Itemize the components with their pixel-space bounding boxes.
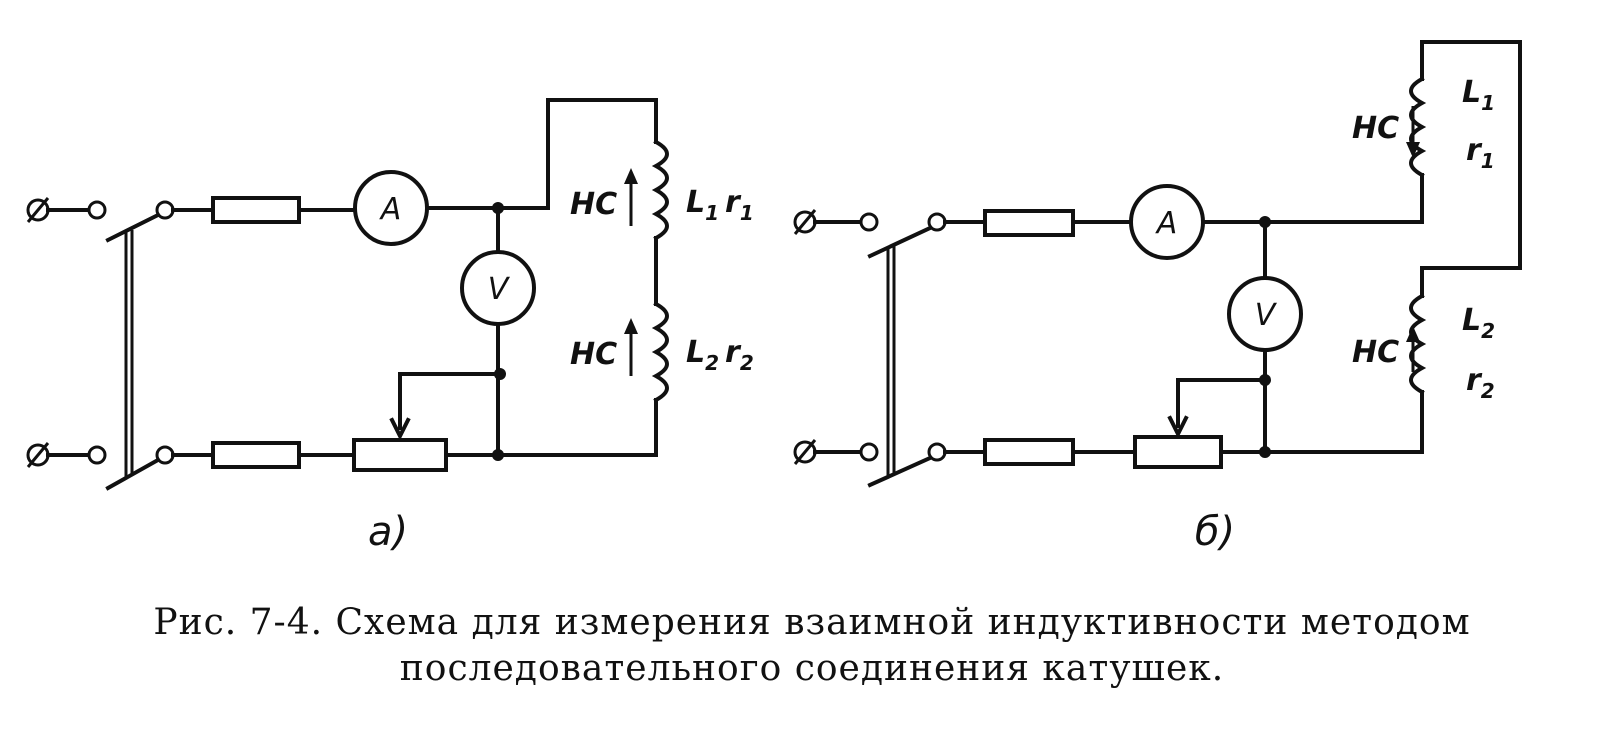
voltmeter: V: [460, 250, 536, 326]
ammeter: A: [1129, 184, 1205, 260]
fuse-bottom: [211, 441, 301, 469]
fuse-bottom: [983, 438, 1075, 466]
coil-1-direction-label: HC: [1352, 111, 1399, 146]
svg-text:A: A: [379, 192, 402, 227]
input-terminal-bottom: [793, 439, 879, 465]
voltmeter: V: [1227, 276, 1303, 352]
panel-label-b: б): [1195, 509, 1235, 555]
coil-1-L: L: [1462, 75, 1481, 110]
coil-2: [1409, 293, 1427, 395]
svg-text:V: V: [488, 272, 511, 307]
coil-2-direction-label: HC: [1352, 335, 1399, 370]
coil-2-r: r: [1466, 363, 1483, 398]
panel-label-a: а): [368, 509, 408, 555]
coil-1: [651, 139, 669, 306]
input-terminal-bottom: [26, 442, 107, 468]
coil-2: [651, 301, 669, 457]
ammeter: A: [353, 170, 429, 246]
coil-1-direction-label: HC: [570, 187, 617, 222]
coil-2-L: L: [686, 335, 705, 370]
rheostat: [1133, 435, 1223, 469]
fuse-top: [983, 209, 1075, 237]
double-pole-switch: [105, 200, 175, 491]
svg-text:L2: L2: [1462, 303, 1495, 343]
coil-1-L: L: [686, 185, 705, 220]
svg-text:r2: r2: [1466, 363, 1495, 403]
diagram-b: A HC L1 r1 HC L2 r2 V: [793, 40, 1522, 555]
input-terminal-top: [793, 209, 879, 235]
rheostat: [352, 438, 448, 472]
svg-text:r1: r1: [1466, 133, 1495, 173]
svg-text:L1: L1: [1462, 75, 1495, 115]
input-terminal-top: [26, 197, 107, 223]
svg-text:V: V: [1255, 298, 1278, 333]
fuse-top: [211, 196, 301, 224]
svg-text:A: A: [1155, 206, 1178, 241]
coil-1-r: r: [1466, 133, 1483, 168]
coil-1: [1409, 76, 1427, 178]
coil-2-direction-label: HC: [570, 337, 617, 372]
figure-caption: Рис. 7-4. Схема для измерения взаимной и…: [0, 600, 1624, 692]
coil-2-L: L: [1462, 303, 1481, 338]
double-pole-switch: [867, 212, 947, 488]
caption-line-1: Рис. 7-4. Схема для измерения взаимной и…: [153, 602, 1471, 643]
caption-line-2: последовательного соединения катушек.: [399, 648, 1225, 689]
